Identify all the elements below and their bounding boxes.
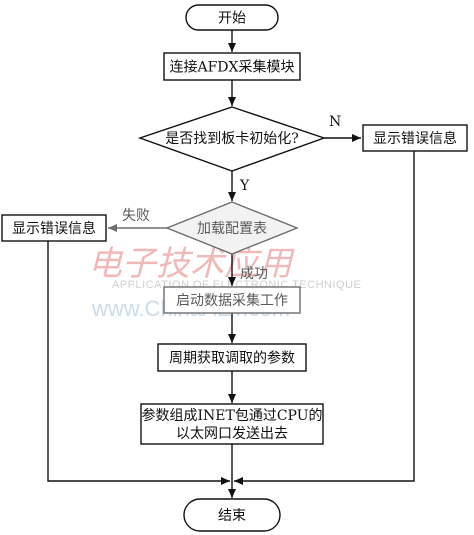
decision-config-label: 加载配置表 — [197, 221, 267, 237]
edge-error-left-end — [47, 241, 230, 485]
decision-card-node: 是否找到板卡初始化? — [137, 106, 327, 172]
start-node: 开始 — [185, 4, 279, 31]
connect-label: 连接AFDX采集模块 — [169, 59, 294, 76]
edge-label-yes: Y — [239, 178, 250, 194]
watermark-logo-text: 电子技术应用 — [88, 244, 295, 284]
decision-config-node: 加载配置表 — [165, 201, 299, 255]
error-right-label: 显示错误信息 — [373, 130, 457, 147]
end-node: 结束 — [183, 498, 281, 532]
periodic-label: 周期获取调取的参数 — [169, 350, 295, 367]
edge-error-right-end — [234, 151, 415, 485]
connectors — [47, 30, 415, 498]
start-label: 开始 — [218, 11, 246, 27]
send-node: 参数组成INET包通过CPU的 以太网口发送出去 — [140, 403, 324, 445]
start-collect-node: 启动数据采集工作 — [163, 286, 301, 314]
error-right-node: 显示错误信息 — [362, 124, 468, 152]
decision-card-label: 是否找到板卡初始化? — [165, 130, 299, 147]
error-left-label: 显示错误信息 — [12, 220, 96, 237]
edge-label-no: N — [329, 114, 341, 130]
edge-label-success: 成功 — [240, 266, 268, 282]
periodic-node: 周期获取调取的参数 — [157, 343, 307, 372]
send-label-line2: 以太网口发送出去 — [176, 426, 288, 442]
error-left-node: 显示错误信息 — [1, 214, 107, 242]
start-collect-label: 启动数据采集工作 — [176, 292, 288, 309]
connect-node: 连接AFDX采集模块 — [163, 52, 301, 81]
end-label: 结束 — [218, 508, 246, 524]
edge-label-fail: 失败 — [122, 208, 150, 224]
send-label-line1: 参数组成INET包通过CPU的 — [141, 407, 322, 424]
